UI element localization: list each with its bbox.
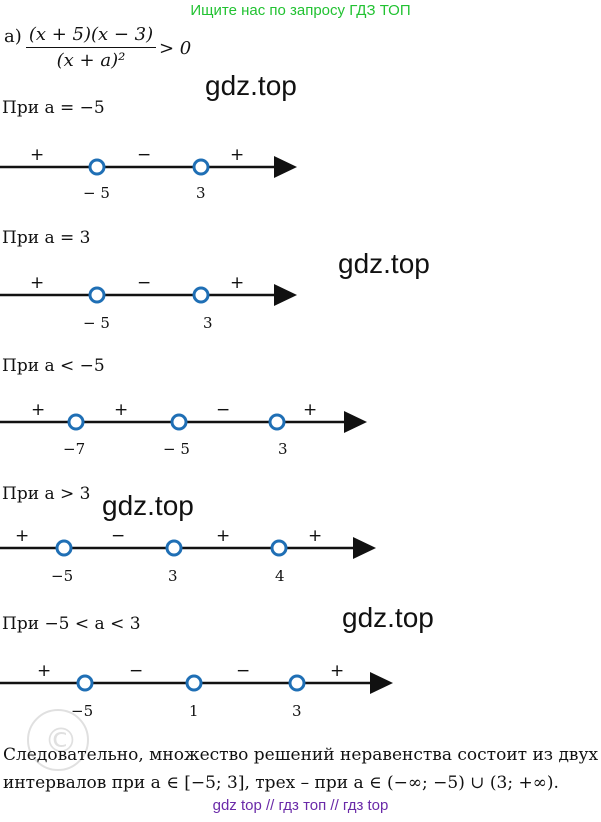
open-point <box>268 413 286 431</box>
sign-label: − <box>111 526 125 546</box>
watermark-4: gdz.top <box>342 602 434 633</box>
point-label: 4 <box>275 567 285 585</box>
search-banner: Ищите нас по запросу ГДЗ ТОП <box>190 2 411 19</box>
sign-label: + <box>15 526 29 546</box>
case-label-4: При a > 3 <box>2 484 91 504</box>
number-line-3: −7 − 5 3 + + − + <box>0 400 367 458</box>
open-point <box>88 286 106 304</box>
number-line-5: −5 1 3 + − − + <box>0 661 393 720</box>
sign-label: + <box>30 273 44 293</box>
copyright-stamp: © <box>27 709 89 771</box>
case-label-2: При a = 3 <box>2 228 91 248</box>
fraction-denominator: (x + a)² <box>56 50 126 71</box>
open-point <box>165 539 183 557</box>
number-line-1: − 5 3 + − + <box>0 145 297 202</box>
sign-label: − <box>129 661 143 681</box>
conclusion-line-2: интервалов при a ∈ [−5; 3], трех – при a… <box>3 773 559 793</box>
sign-label: + <box>330 661 344 681</box>
point-label: −7 <box>63 440 85 458</box>
sign-label: + <box>230 273 244 293</box>
open-point <box>192 158 210 176</box>
point-label: 1 <box>189 702 199 720</box>
open-point <box>185 674 203 692</box>
point-label: 3 <box>292 702 302 720</box>
point-label: − 5 <box>83 314 110 332</box>
fraction-numerator: (x + 5)(x − 3) <box>26 24 156 48</box>
sign-label: + <box>37 661 51 681</box>
sign-label: + <box>31 400 45 420</box>
point-label: 3 <box>196 184 206 202</box>
case-label-3: При a < −5 <box>2 356 105 376</box>
case-label-1: При a = −5 <box>2 98 105 118</box>
point-label: −5 <box>51 567 73 585</box>
open-point <box>55 539 73 557</box>
open-point <box>170 413 188 431</box>
watermark-2: gdz.top <box>338 248 430 279</box>
axis-arrow <box>370 672 393 694</box>
open-point <box>88 158 106 176</box>
sign-label: + <box>30 145 44 165</box>
point-label: 3 <box>278 440 288 458</box>
point-label: 3 <box>203 314 213 332</box>
inequality-relation: > 0 <box>159 38 192 59</box>
sign-label: − <box>137 273 151 293</box>
axis-arrow <box>274 284 297 306</box>
inequality-fraction: (x + 5)(x − 3) (x + a)² <box>26 24 156 71</box>
point-label: − 5 <box>83 184 110 202</box>
axis-arrow <box>353 537 376 559</box>
number-line-2: − 5 3 + − + <box>0 273 297 332</box>
open-point <box>67 413 85 431</box>
point-label: − 5 <box>163 440 190 458</box>
conclusion-line-1: Следовательно, множество решений неравен… <box>3 745 599 765</box>
sign-label: − <box>216 400 230 420</box>
number-line-4: −5 3 4 + − + + <box>0 526 376 585</box>
watermark-1: gdz.top <box>205 70 297 101</box>
watermark-3: gdz.top <box>102 490 194 521</box>
sign-label: + <box>303 400 317 420</box>
sign-label: − <box>137 145 151 165</box>
sign-label: + <box>114 400 128 420</box>
sign-label: + <box>230 145 244 165</box>
axis-arrow <box>344 411 367 433</box>
case-label-5: При −5 < a < 3 <box>2 614 141 634</box>
task-label: а) <box>4 26 22 47</box>
axis-arrow <box>274 156 297 178</box>
stamp-ring <box>27 709 89 771</box>
footer-links[interactable]: gdz top // гдз топ // гдз top <box>212 797 389 814</box>
sign-label: − <box>236 661 250 681</box>
open-point <box>270 539 288 557</box>
point-label: 3 <box>168 567 178 585</box>
sign-label: + <box>308 526 322 546</box>
open-point <box>76 674 94 692</box>
point-label: −5 <box>71 702 93 720</box>
open-point <box>288 674 306 692</box>
copyright-icon: © <box>44 721 78 761</box>
sign-label: + <box>216 526 230 546</box>
open-point <box>192 286 210 304</box>
